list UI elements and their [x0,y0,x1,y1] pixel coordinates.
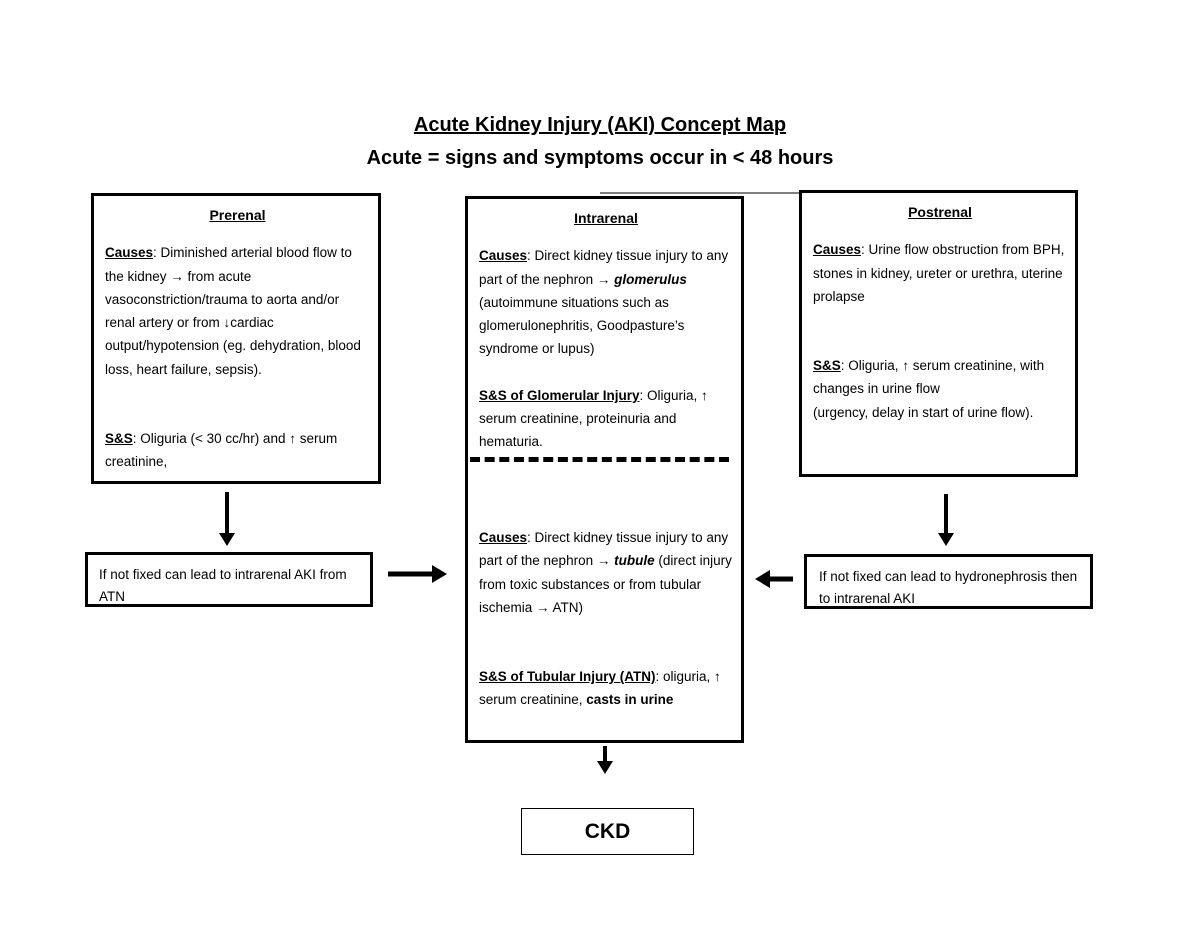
casts-in-urine: casts in urine [586,692,674,708]
glomerular-tubular-divider [470,457,729,462]
prerenal-ss: S&S: Oliguria (< 30 cc/hr) and ↑ serum c… [105,427,370,474]
tubular-ss: S&S of Tubular Injury (ATN): oliguria, ↑… [479,665,733,712]
tubular-causes-label: Causes [479,530,528,545]
prerenal-ss-text: : Oliguria (< 30 cc/hr) and ↑ serum crea… [105,431,338,470]
glomerular-causes-detail: (autoimmune situations such as glomerulo… [479,294,685,357]
postrenal-causes-text: : Urine flow obstruction from BPH, stone… [813,242,1065,304]
tubular-causes: Causes: Direct kidney tissue injury to a… [479,526,733,619]
prerenal-note-box: If not fixed can lead to intrarenal AKI … [85,552,373,607]
postrenal-note: If not fixed can lead to hydronephrosis … [819,569,1078,604]
glomerular-ss-text: : Oliguria, ↑ serum creatinine, proteinu… [479,387,708,450]
glomerulus-term: glomerulus [614,271,687,287]
ckd-label: CKD [584,820,631,843]
prerenal-ss-label: S&S [105,431,133,447]
postrenal-box: Postrenal Causes: Urine flow obstruction… [799,190,1078,477]
postrenal-note-box: If not fixed can lead to hydronephrosis … [804,554,1093,609]
prerenal-heading: Prerenal [209,207,266,223]
glomerular-causes-text: : Direct kidney tissue injury to any par… [479,248,729,287]
right-arrow [388,565,447,583]
tubular-ss-label: S&S of Tubular Injury (ATN) [479,669,656,685]
tubular-causes-detail: (direct injury from toxic substances or … [479,553,732,615]
postrenal-ss-label: S&S [813,358,841,374]
postrenal-down-arrow [938,494,954,546]
page-subtitle: Acute = signs and symptoms occur in < 48… [366,147,834,169]
prerenal-causes-label: Causes [105,245,154,261]
left-arrow [755,570,793,588]
postrenal-ss-text: : Oliguria, ↑ serum creatinine, with cha… [813,358,1045,420]
postrenal-heading: Postrenal [908,204,972,220]
glomerular-causes-label: Causes [479,248,528,264]
glomerular-ss-label: S&S of Glomerular Injury [479,387,640,403]
tubule-term: tubule [614,553,655,569]
glomerular-causes: Causes: Direct kidney tissue injury to a… [479,244,733,360]
ckd-box: CKD [521,808,694,855]
ckd-down-arrow [597,746,613,774]
glomerular-ss: S&S of Glomerular Injury: Oliguria, ↑ se… [479,384,733,454]
postrenal-ss: S&S: Oliguria, ↑ serum creatinine, with … [813,354,1067,424]
postrenal-causes-label: Causes [813,242,862,258]
prerenal-note: If not fixed can lead to intrarenal AKI … [99,567,347,602]
intrarenal-box: Intrarenal Causes: Direct kidney tissue … [465,196,744,743]
prerenal-down-arrow [219,492,235,546]
postrenal-causes: Causes: Urine flow obstruction from BPH,… [813,238,1067,308]
tubular-ss-text: : oliguria, ↑ serum creatinine, [479,669,721,708]
prerenal-causes-text: : Diminished arterial blood flow to the … [105,245,361,377]
prerenal-causes: Causes: Diminished arterial blood flow t… [105,241,370,381]
page-title: Acute Kidney Injury (AKI) Concept Map [413,114,787,136]
tubular-causes-text: : Direct kidney tissue injury to any par… [479,530,729,569]
intrarenal-heading: Intrarenal [574,210,638,226]
prerenal-box: Prerenal Causes: Diminished arterial blo… [91,193,381,484]
